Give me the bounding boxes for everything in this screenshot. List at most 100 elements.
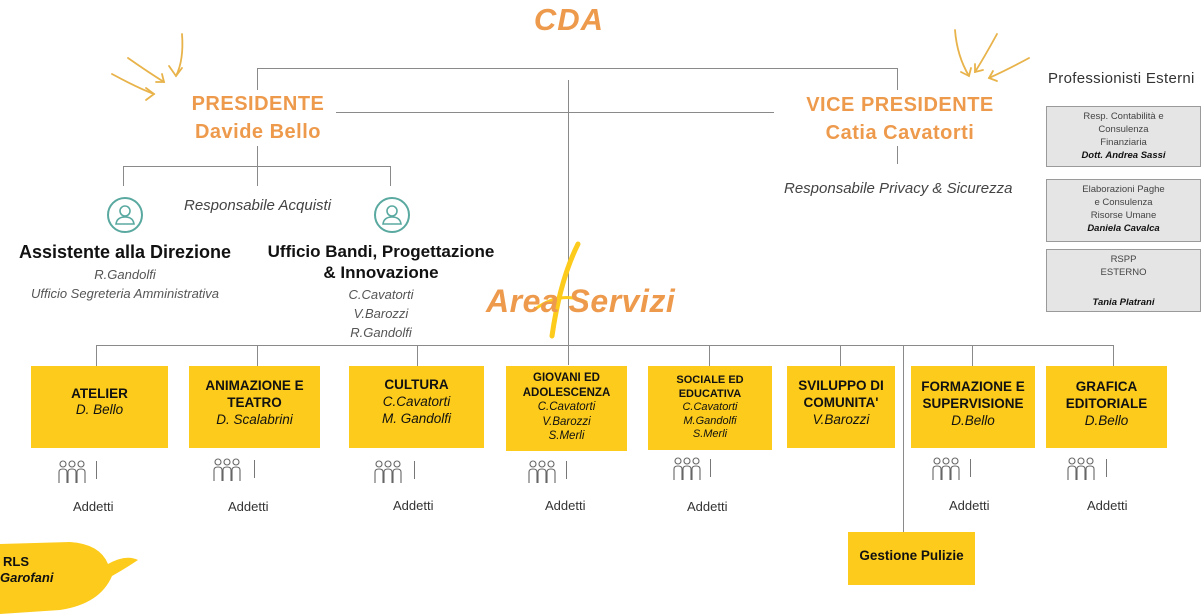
user-circle-icon bbox=[374, 197, 410, 233]
people-group-icon bbox=[932, 457, 960, 480]
service-name: C.Cavatorti bbox=[682, 401, 738, 413]
staff-label: Addetti bbox=[949, 498, 990, 513]
pulizie-drop bbox=[903, 345, 904, 532]
presidente-block: PRESIDENTE Davide Bello bbox=[160, 90, 356, 146]
people-group-icon bbox=[528, 460, 556, 483]
professionista-name: Dott. Andrea Sassi bbox=[1081, 150, 1166, 161]
gestione-pulizie-box: Gestione Pulizie bbox=[848, 532, 975, 585]
ufficio-bandi-title-1: Ufficio Bandi, Progettazione bbox=[267, 242, 495, 261]
service-title: EDUCATIVA bbox=[678, 387, 742, 400]
staff-right-drop bbox=[390, 166, 391, 186]
service-title: ADOLESCENZA bbox=[522, 386, 611, 399]
cda-left-drop bbox=[257, 68, 258, 90]
service-name: D. Bello bbox=[75, 402, 124, 417]
staff-divider bbox=[710, 459, 711, 477]
people-group-icon bbox=[213, 458, 241, 481]
arrows-left-icon bbox=[111, 33, 184, 101]
professionista-role: Resp. Contabilità e bbox=[1083, 111, 1164, 122]
service-drop-1 bbox=[96, 345, 97, 366]
professionista-role: ESTERNO bbox=[1100, 267, 1147, 278]
professionista-name: Daniela Cavalca bbox=[1087, 223, 1160, 234]
responsabile-acquisti: Responsabile Acquisti bbox=[184, 197, 332, 214]
people-group-icon bbox=[673, 457, 701, 480]
service-box-sociale: SOCIALE ED EDUCATIVA C.Cavatorti M.Gando… bbox=[648, 366, 772, 450]
vice-presidente-name: Catia Cavatorti bbox=[825, 122, 975, 144]
service-box-formazione: FORMAZIONE E SUPERVISIONE D.Bello bbox=[911, 366, 1035, 448]
service-name: V.Barozzi bbox=[542, 415, 591, 428]
staff-divider bbox=[1106, 459, 1107, 477]
service-title: ATELIER bbox=[71, 386, 128, 401]
service-title: COMUNITA' bbox=[803, 395, 879, 410]
service-title: TEATRO bbox=[227, 395, 282, 410]
service-name: C.Cavatorti bbox=[537, 401, 596, 413]
ufficio-bandi-block: Ufficio Bandi, Progettazione & Innovazio… bbox=[256, 242, 506, 342]
assistente-name: R.Gandolfi bbox=[94, 267, 156, 282]
professionista-role: RSPP bbox=[1110, 254, 1137, 265]
service-title: FORMAZIONE E bbox=[921, 379, 1025, 394]
center-trunk bbox=[568, 80, 569, 365]
service-title: EDITORIALE bbox=[1065, 396, 1148, 411]
cda-top-line bbox=[257, 68, 897, 69]
vice-presidente-block: VICE PRESIDENTE Catia Cavatorti bbox=[790, 91, 1010, 147]
service-drop-2 bbox=[257, 345, 258, 366]
professionista-card: Resp. Contabilità e Consulenza Finanziar… bbox=[1046, 106, 1201, 167]
staff-label: Addetti bbox=[545, 498, 586, 513]
service-title: SUPERVISIONE bbox=[922, 396, 1024, 411]
ufficio-bandi-name: V.Barozzi bbox=[353, 306, 409, 321]
service-name: D.Bello bbox=[951, 413, 995, 428]
service-name: S.Merli bbox=[548, 430, 585, 442]
service-name: D.Bello bbox=[1084, 413, 1129, 428]
arrows-right-icon bbox=[954, 29, 1030, 82]
service-title: SVILUPPO DI bbox=[798, 378, 884, 393]
service-title: SOCIALE ED bbox=[676, 374, 744, 386]
staff-divider bbox=[414, 461, 415, 479]
rls-name: Garofani bbox=[0, 570, 54, 585]
service-name: V.Barozzi bbox=[812, 412, 870, 427]
professionista-role: Finanziaria bbox=[1100, 137, 1147, 148]
service-drop-5 bbox=[709, 345, 710, 366]
professionista-name: Tania Platrani bbox=[1092, 297, 1155, 308]
assistente-title: Assistente alla Direzione bbox=[18, 242, 232, 262]
service-name: M.Gandolfi bbox=[683, 414, 737, 427]
service-title: GRAFICA bbox=[1075, 379, 1138, 394]
service-drop-3 bbox=[417, 345, 418, 366]
ufficio-bandi-title-2: & Innovazione bbox=[323, 263, 439, 282]
professionista-card: Elaborazioni Paghe e Consulenza Risorse … bbox=[1046, 179, 1201, 242]
service-drop-8 bbox=[1113, 345, 1114, 366]
staff-label: Addetti bbox=[687, 499, 728, 514]
professionista-role: Risorse Umane bbox=[1090, 210, 1157, 221]
ufficio-bandi-name: R.Gandolfi bbox=[350, 325, 412, 340]
staff-divider bbox=[970, 459, 971, 477]
service-title: ANIMAZIONE E bbox=[205, 378, 304, 393]
service-box-cultura: CULTURA C.Cavatorti M. Gandolfi bbox=[349, 366, 484, 448]
gestione-pulizie-label: Gestione Pulizie bbox=[859, 548, 964, 563]
service-name: S.Merli bbox=[692, 428, 728, 440]
services-horizontal bbox=[96, 345, 1114, 346]
people-group-icon bbox=[1067, 457, 1095, 480]
service-name: C.Cavatorti bbox=[382, 394, 451, 409]
staff-label: Addetti bbox=[393, 498, 434, 513]
staff-label: Addetti bbox=[1087, 498, 1128, 513]
staff-label: Addetti bbox=[73, 499, 114, 514]
service-name: D. Scalabrini bbox=[216, 412, 293, 427]
service-name: M. Gandolfi bbox=[381, 411, 452, 426]
people-group-icon bbox=[374, 460, 402, 483]
service-title: GIOVANI ED bbox=[533, 372, 600, 384]
vice-drop bbox=[897, 146, 898, 164]
professionista-role: e Consulenza bbox=[1094, 197, 1153, 208]
professionista-role bbox=[1047, 279, 1200, 292]
rls-brush-icon bbox=[0, 542, 138, 614]
service-box-sviluppo: SVILUPPO DI COMUNITA' V.Barozzi bbox=[787, 366, 895, 448]
service-box-grafica: GRAFICA EDITORIALE D.Bello bbox=[1046, 366, 1167, 448]
service-drop-7 bbox=[972, 345, 973, 366]
staff-label: Addetti bbox=[228, 499, 269, 514]
cda-title: CDA bbox=[533, 2, 605, 37]
service-drop-6 bbox=[840, 345, 841, 366]
service-title: CULTURA bbox=[384, 377, 449, 392]
area-servizi-title: Area Servizi bbox=[486, 283, 676, 319]
staff-horizontal bbox=[123, 166, 390, 167]
professionisti-title: Professionisti Esterni bbox=[1048, 70, 1195, 87]
staff-divider bbox=[254, 460, 255, 478]
area-servizi-brush-icon bbox=[532, 241, 588, 339]
service-box-atelier: ATELIER D. Bello bbox=[31, 366, 168, 448]
